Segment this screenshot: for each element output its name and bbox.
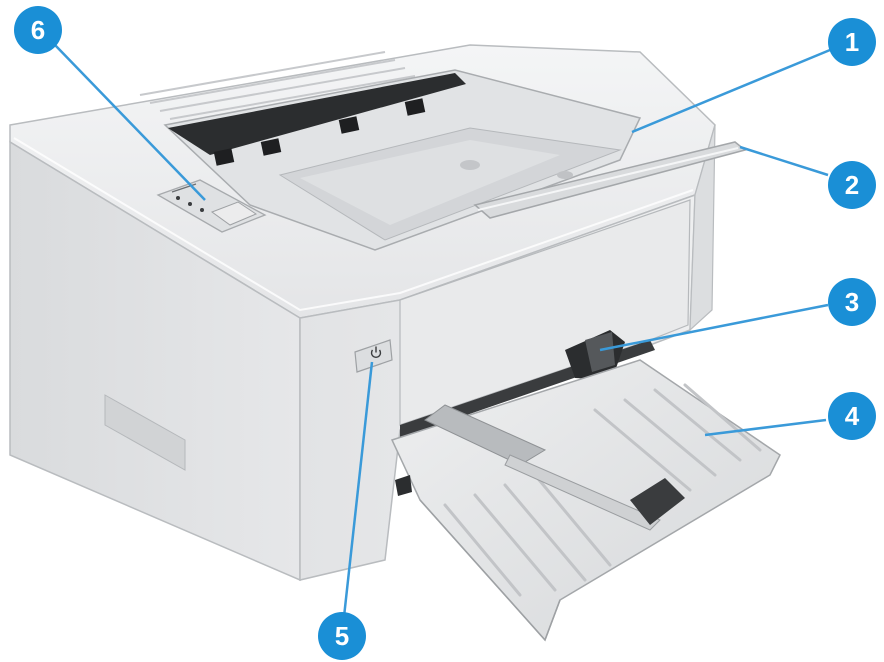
control-panel xyxy=(156,179,267,233)
leader-line-4 xyxy=(704,418,827,437)
power-button[interactable] xyxy=(354,339,393,373)
leader-line-2 xyxy=(739,145,829,177)
leader-line-6 xyxy=(54,44,206,201)
power-icon xyxy=(370,346,382,359)
callout-5: 5 xyxy=(318,612,366,660)
callout-1-label: 1 xyxy=(845,27,859,57)
leader-lines xyxy=(54,44,831,636)
callout-4: 4 xyxy=(828,392,876,440)
leader-line-5 xyxy=(340,361,374,636)
leader-line-3 xyxy=(599,303,829,352)
callout-1: 1 xyxy=(828,18,876,66)
callout-4-label: 4 xyxy=(845,401,860,431)
leader-line-1 xyxy=(631,48,831,134)
callout-3-label: 3 xyxy=(845,287,859,317)
callout-2-label: 2 xyxy=(845,170,859,200)
paper-guide xyxy=(565,330,625,380)
output-tray-extension xyxy=(473,141,747,219)
input-tray xyxy=(390,359,781,642)
output-bin xyxy=(163,69,642,251)
callout-6-label: 6 xyxy=(31,15,45,45)
callout-5-label: 5 xyxy=(335,621,349,651)
callout-3: 3 xyxy=(828,278,876,326)
callout-6: 6 xyxy=(14,6,62,54)
callout-2: 2 xyxy=(828,161,876,209)
